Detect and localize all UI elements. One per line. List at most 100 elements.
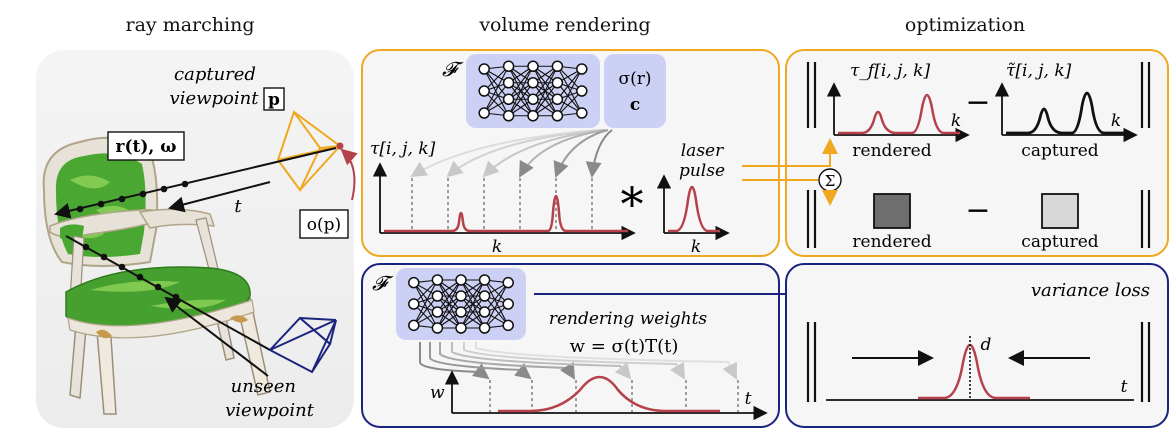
net-node xyxy=(502,276,514,289)
net-node xyxy=(455,274,467,286)
net-edge xyxy=(532,65,558,100)
viewpoint-symbol: p xyxy=(268,90,280,110)
net-node xyxy=(478,322,491,334)
net-node xyxy=(455,322,467,334)
volume-sample-arrows xyxy=(410,129,613,178)
ray-t-label: t xyxy=(234,196,242,217)
weights-neural-net xyxy=(408,274,514,334)
net-node xyxy=(431,306,444,318)
unseen-ray-2 xyxy=(164,296,269,377)
w-axis-label: w xyxy=(430,383,445,403)
net-node xyxy=(551,60,564,72)
net-edge xyxy=(483,65,510,114)
net-node xyxy=(431,322,444,334)
volume-neural-net xyxy=(478,60,588,122)
tau-label: τ[i, j, k] xyxy=(370,139,436,159)
net-node xyxy=(502,110,515,122)
captured-label-top: captured xyxy=(1021,141,1099,161)
net-edge xyxy=(413,282,438,313)
volume-neural-net-box xyxy=(466,54,600,128)
rendering-weights-equation: w = σ(t)T(t) xyxy=(570,336,679,357)
net-node xyxy=(408,276,420,289)
net-node xyxy=(502,60,515,72)
net-node xyxy=(576,85,588,97)
net-edge xyxy=(532,82,558,117)
net-edge xyxy=(556,68,583,117)
opt-k-label-2: k xyxy=(1111,111,1121,131)
net-node xyxy=(551,110,564,122)
norm-bars-bottom xyxy=(806,190,1151,248)
net-node xyxy=(431,274,444,286)
net-edge xyxy=(556,68,583,100)
net-node xyxy=(431,290,444,302)
net-edge xyxy=(483,68,510,100)
net-node xyxy=(576,63,588,75)
net-node xyxy=(502,298,514,310)
unseen-viewpoint-label-2: viewpoint xyxy=(225,400,315,421)
net-node xyxy=(478,274,491,286)
net-edge xyxy=(413,295,438,326)
net-edge xyxy=(483,82,510,114)
net-node xyxy=(502,77,515,89)
net-edge xyxy=(484,282,509,329)
net-node xyxy=(502,93,515,105)
unseen-camera xyxy=(268,316,337,374)
variance-d-label: d xyxy=(981,335,992,355)
ray-direction-arrow xyxy=(168,181,271,213)
rendered-intensity-swatch xyxy=(873,193,911,229)
net-node xyxy=(527,60,539,72)
net-edge xyxy=(484,279,509,326)
minus-top: − xyxy=(965,85,990,120)
origin-arrow xyxy=(340,148,358,201)
variance-loss-title: variance loss xyxy=(1031,280,1150,301)
sum-symbol: Σ xyxy=(825,172,836,190)
net-node xyxy=(527,93,539,105)
net-node xyxy=(527,77,539,89)
net-node xyxy=(478,107,490,119)
laser-label-2: pulse xyxy=(679,161,725,181)
net-node xyxy=(502,319,514,332)
weights-t-label: t xyxy=(745,389,752,409)
norm-bars-top xyxy=(806,62,1151,128)
rendered-label-top: rendered xyxy=(852,141,931,161)
captured-label-bottom: captured xyxy=(1021,232,1099,252)
net-edge xyxy=(557,65,583,92)
volume-k-label: k xyxy=(492,237,502,257)
net-node xyxy=(478,63,490,75)
sigma-c-box xyxy=(604,54,666,128)
net-node xyxy=(455,306,467,318)
volume-dotted-guides xyxy=(411,178,593,232)
captured-intensity-swatch xyxy=(1041,193,1079,229)
ray-label-box xyxy=(107,131,185,161)
rendering-weights-title: rendering weights xyxy=(549,309,708,329)
laser-pulse-curve xyxy=(668,185,720,233)
net-edge xyxy=(508,82,534,117)
ray-sample-points xyxy=(76,180,189,213)
net-edge xyxy=(460,279,486,329)
net-node xyxy=(478,306,491,318)
net-node xyxy=(455,290,467,302)
convolution-symbol: * xyxy=(621,177,644,231)
net-node xyxy=(478,85,490,97)
c-label: c xyxy=(630,95,640,115)
viewpoint-symbol-box xyxy=(263,87,285,111)
captured-viewpoint-label-1: captured xyxy=(174,64,256,85)
variance-loss-panel xyxy=(785,263,1169,428)
rendered-label-bottom: rendered xyxy=(852,232,931,252)
net-node xyxy=(551,77,564,89)
net-edge xyxy=(460,295,486,329)
captured-camera xyxy=(276,109,341,192)
opt-k-label-1: k xyxy=(951,111,961,131)
weights-sample-arrows xyxy=(419,342,737,380)
header-optimization: optimization xyxy=(904,14,1026,36)
net-node xyxy=(408,319,420,332)
net-edge xyxy=(436,279,462,329)
pulse-connectors xyxy=(742,138,838,181)
net-edge xyxy=(483,65,509,92)
net-edge xyxy=(556,82,583,114)
origin-label: o(p) xyxy=(307,215,341,235)
net-edge xyxy=(508,65,534,100)
weights-curve xyxy=(498,375,720,413)
net-edge xyxy=(413,282,438,329)
